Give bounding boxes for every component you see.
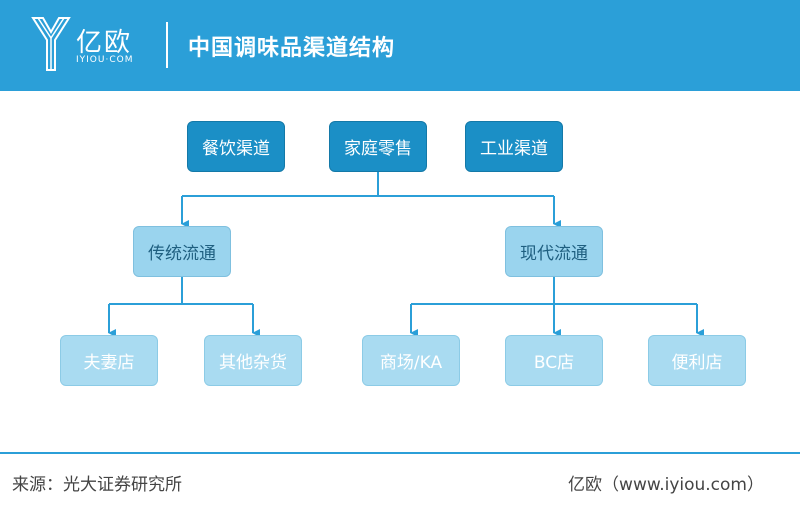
page-title: 中国调味品渠道结构	[188, 36, 396, 61]
logo-subtext: IYIOU·COM	[76, 55, 134, 65]
node-mall-ka: 商场/KA	[362, 335, 460, 386]
node-bc-store: BC店	[505, 335, 603, 386]
header-divider	[166, 22, 168, 68]
node-convenience-store: 便利店	[648, 335, 746, 386]
header-bar: 亿欧 IYIOU·COM 中国调味品渠道结构	[0, 0, 800, 91]
node-industrial-channel: 工业渠道	[465, 121, 563, 172]
node-modern-distribution: 现代流通	[505, 226, 603, 277]
footer-divider	[0, 452, 800, 454]
node-household-retail: 家庭零售	[329, 121, 427, 172]
logo-icon	[31, 17, 71, 71]
node-other-groceries: 其他杂货	[204, 335, 302, 386]
logo-text: 亿欧	[76, 28, 133, 58]
node-catering-channel: 餐饮渠道	[187, 121, 285, 172]
source-note: 来源：光大证券研究所	[12, 475, 182, 495]
node-mom-and-pop-store: 夫妻店	[60, 335, 158, 386]
node-traditional-distribution: 传统流通	[133, 226, 231, 277]
credit-note: 亿欧（www.iyiou.com）	[568, 475, 764, 495]
